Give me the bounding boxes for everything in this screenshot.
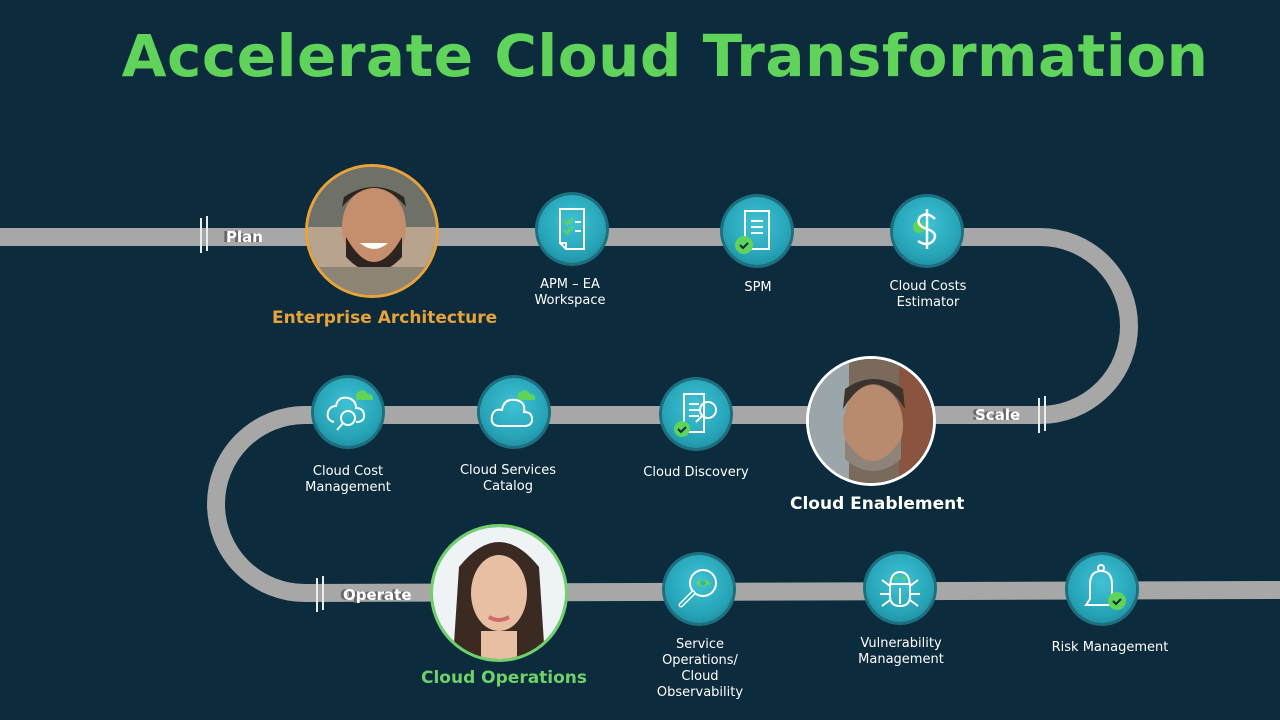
step-label-spm: SPM (744, 280, 772, 295)
step-label-service-operations-observability: Service Operations/ Cloud Observability (656, 637, 744, 700)
step-cloud-cost-management[interactable] (314, 378, 382, 446)
page-title: Accelerate Cloud Transformation (121, 22, 1209, 90)
stage-plan-label: Plan (226, 228, 263, 246)
step-cloud-costs-estimator[interactable] (893, 197, 961, 265)
step-label-risk-management: Risk Management (1051, 640, 1169, 655)
cloud-enablement-avatar (806, 356, 936, 486)
step-label-cloud-costs-estimator: Cloud Costs Estimator (889, 279, 967, 310)
bell-check-icon (1084, 564, 1126, 610)
step-cloud-discovery[interactable] (662, 380, 730, 448)
step-vulnerability-management[interactable] (866, 554, 934, 622)
stage-scale-label: Scale (975, 406, 1021, 424)
step-label-cloud-cost-management: Cloud Cost Management (305, 464, 391, 495)
approved-document-icon (735, 210, 770, 254)
magnifier-eye-icon (678, 569, 717, 608)
step-label-cloud-services-catalog: Cloud Services Catalog (459, 463, 557, 494)
step-cloud-services-catalog[interactable] (480, 378, 548, 446)
bug-icon (880, 570, 920, 608)
step-apm-ea-workspace[interactable] (538, 195, 606, 263)
document-search-check-icon (674, 393, 717, 437)
stage-operate-label: Operate (343, 586, 412, 604)
enterprise-architect-avatar (305, 164, 439, 298)
cloud-icon (490, 390, 536, 427)
dollar-icon (913, 209, 937, 249)
checklist-document-icon (559, 208, 585, 250)
step-spm[interactable] (723, 197, 791, 265)
step-service-operations-observability[interactable] (665, 555, 733, 623)
step-label-cloud-discovery: Cloud Discovery (643, 465, 749, 480)
step-label-apm-ea-workspace: APM – EA Workspace (534, 277, 606, 308)
step-label-vulnerability-management: Vulnerability Management (858, 636, 944, 667)
cloud-search-icon (326, 390, 374, 431)
persona-cloud-enablement: Cloud Enablement (790, 494, 965, 514)
persona-cloud-operations: Cloud Operations (421, 668, 588, 688)
cloud-operations-avatar (430, 524, 568, 662)
persona-enterprise-architecture: Enterprise Architecture (272, 308, 498, 328)
step-risk-management[interactable] (1068, 555, 1136, 623)
